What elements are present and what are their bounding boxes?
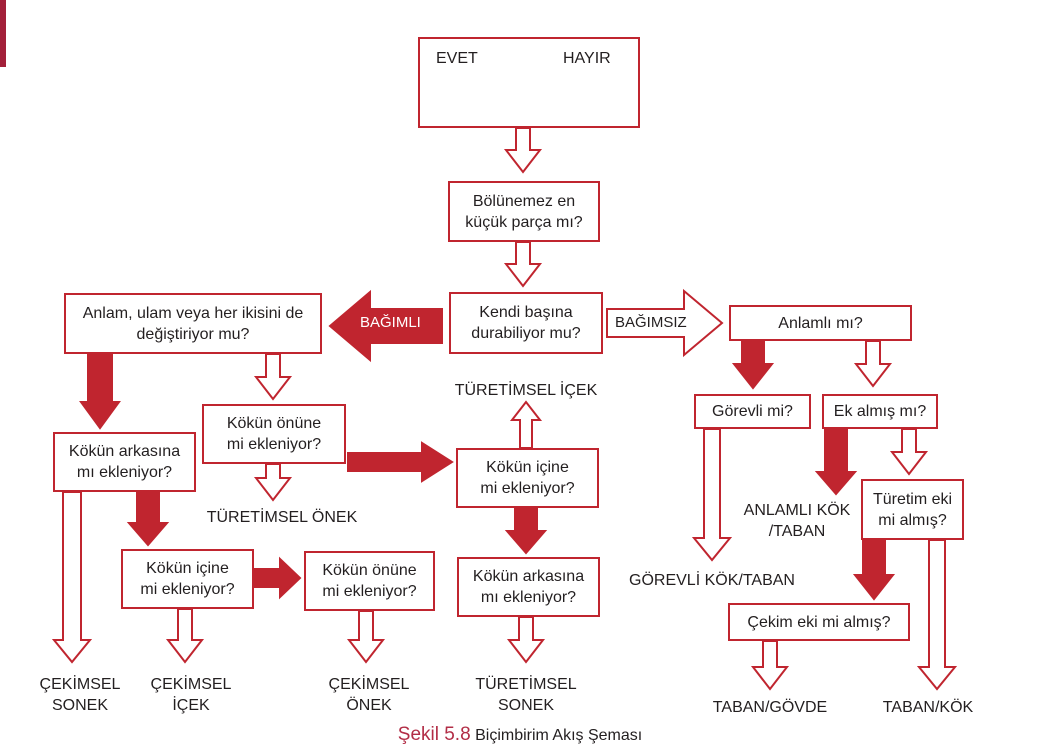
- arrow-ek-almis-to-anlamli-kok: [814, 428, 858, 496]
- node-turetim-eki: Türetim eki mi almış?: [861, 479, 964, 540]
- page-corner-bar: [0, 0, 6, 67]
- node-kendi-basina: Kendi başına durabiliyor mu?: [449, 292, 603, 354]
- arrow-icine-2-to-arkasina-2: [504, 507, 548, 555]
- arrow-bagimsiz: [606, 288, 724, 358]
- arrow-legend-to-bolunemez: [503, 127, 543, 174]
- arrow-label-bagimli: BAĞIMLI: [360, 314, 421, 331]
- result-turetimsel-onek: TÜRETİMSEL ÖNEK: [206, 509, 358, 526]
- arrow-bolunemez-to-kendi: [503, 241, 543, 288]
- result-taban-govde: TABAN/GÖVDE: [712, 699, 828, 716]
- arrow-arkasina-2-to-turetimsel-sonek: [506, 616, 546, 664]
- legend-box: [418, 37, 640, 128]
- node-ek-almis: Ek almış mı?: [822, 394, 938, 429]
- caption-title: Biçimbirim Akış Şeması: [470, 727, 643, 744]
- result-turetimsel-sonek: TÜRETİMSEL SONEK: [475, 676, 577, 714]
- arrow-arkasina-1-to-cekimsel-sonek: [51, 491, 93, 664]
- node-kokun-icine-2: Kökün içine mi ekleniyor?: [456, 448, 599, 508]
- legend-yes-label: EVET: [436, 50, 478, 67]
- arrow-turetim-eki-to-taban-kok: [916, 539, 958, 691]
- node-gorevli: Görevli mi?: [694, 394, 811, 429]
- arrow-onune-1-to-icine-2: [347, 441, 454, 483]
- arrow-onune-2-to-cekimsel-onek: [346, 610, 386, 664]
- arrow-anlamli-to-ek-almis: [853, 340, 893, 388]
- node-cekim-eki: Çekim eki mi almış?: [728, 603, 910, 641]
- result-cekimsel-icek: ÇEKİMSEL İÇEK: [150, 676, 232, 714]
- arrow-icine-1-to-cekimsel-icek: [165, 608, 205, 664]
- figure-caption: Şekil 5.8 Biçimbirim Akış Şeması: [0, 724, 1040, 746]
- result-anlamli-kok: ANLAMLI KÖK /TABAN: [743, 502, 851, 540]
- arrow-icine-1-to-onune-2: [253, 556, 302, 600]
- result-turetimsel-icek: TÜRETİMSEL İÇEK: [454, 382, 598, 399]
- node-kokun-onune-1: Kökün önüne mi ekleniyor?: [202, 404, 346, 464]
- arrow-gorevli-to-gorevli-kok: [691, 428, 733, 562]
- result-cekimsel-onek: ÇEKİMSEL ÖNEK: [328, 676, 410, 714]
- result-gorevli-kok: GÖREVLİ KÖK/TABAN: [629, 572, 795, 589]
- arrow-turetim-eki-to-cekim-eki: [852, 539, 896, 601]
- node-anlamli: Anlamlı mı?: [729, 305, 912, 341]
- arrow-cekim-eki-to-taban-govde: [750, 640, 790, 691]
- arrow-icine-2-to-turetimsel-icek: [509, 400, 543, 449]
- legend-no-label: HAYIR: [563, 50, 611, 67]
- arrow-ek-almis-to-turetim-eki: [889, 428, 929, 476]
- result-taban-kok: TABAN/KÖK: [882, 699, 974, 716]
- arrow-onune-1-to-turetimsel-onek: [253, 463, 293, 502]
- node-kokun-onune-2: Kökün önüne mi ekleniyor?: [304, 551, 435, 611]
- node-anlam-ulam: Anlam, ulam veya her ikisini de değiştir…: [64, 293, 322, 354]
- caption-number: Şekil 5.8: [397, 724, 471, 745]
- arrow-arkasina-1-to-icine-1: [126, 491, 170, 547]
- node-bolunemez: Bölünemez en küçük parça mı?: [448, 181, 600, 242]
- node-kokun-arkasina-1: Kökün arkasına mı ekleniyor?: [53, 432, 196, 492]
- result-cekimsel-sonek: ÇEKİMSEL SONEK: [39, 676, 121, 714]
- node-kokun-arkasina-2: Kökün arkasına mı ekleniyor?: [457, 557, 600, 617]
- arrow-label-bagimsiz: BAĞIMSIZ: [615, 314, 687, 331]
- arrow-anlamli-to-gorevli: [731, 340, 775, 390]
- node-kokun-icine-1: Kökün içine mi ekleniyor?: [121, 549, 254, 609]
- arrow-anlam-to-arkasina-1: [79, 353, 121, 430]
- arrow-anlam-to-onune-1: [253, 353, 293, 401]
- arrow-bagimli: [328, 289, 443, 363]
